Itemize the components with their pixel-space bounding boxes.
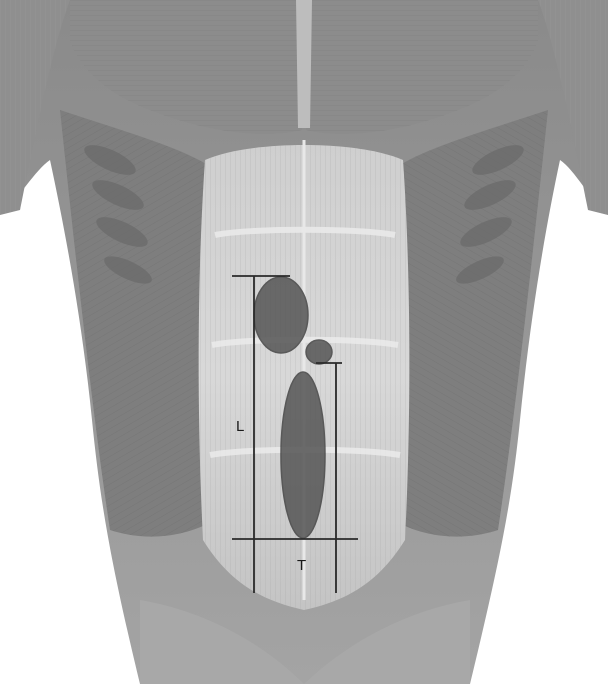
lesion-upper [254, 277, 308, 353]
transverse-label: T [297, 558, 306, 573]
lesion-lower [281, 372, 325, 538]
sternum [296, 0, 312, 128]
lesion-small [306, 340, 332, 364]
length-label: L [236, 419, 244, 434]
